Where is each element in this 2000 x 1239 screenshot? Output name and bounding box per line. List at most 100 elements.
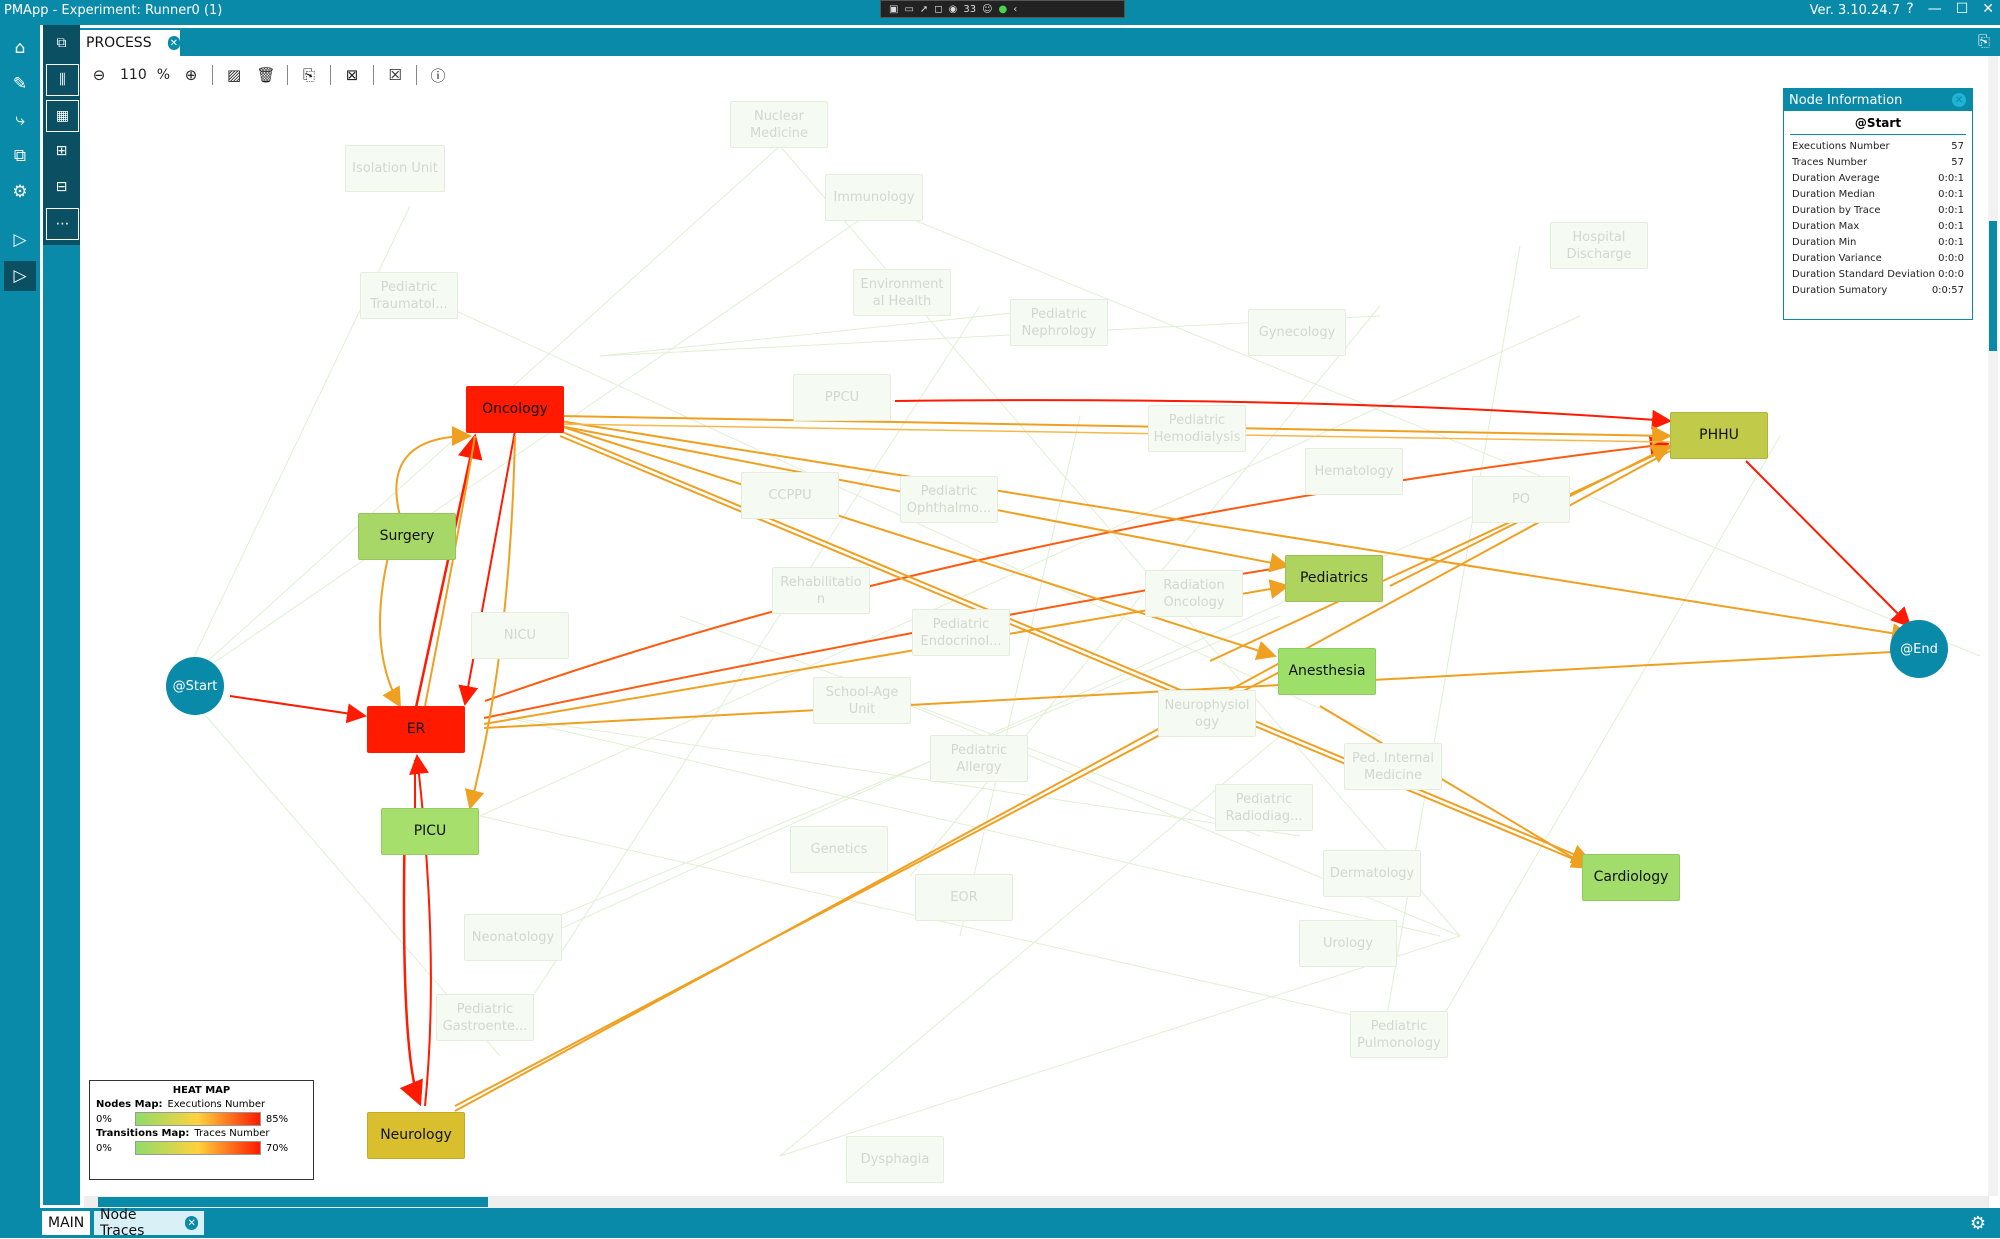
node-surgery[interactable]: Surgery [358, 513, 456, 560]
node-urology[interactable]: Urology [1299, 920, 1397, 967]
vertical-scrollbar[interactable] [1988, 56, 1998, 1196]
node-isolation-unit[interactable]: Isolation Unit [345, 145, 445, 192]
zoom-in-icon[interactable]: ⊕ [184, 66, 198, 84]
chart-icon[interactable]: ▦ [46, 100, 79, 132]
node-cardiology[interactable]: Cardiology [1582, 854, 1680, 901]
trash-icon[interactable]: 🗑 [256, 66, 276, 84]
node-pediatric-pulmonology[interactable]: Pediatric Pulmonology [1350, 1011, 1448, 1058]
node-nuclear-medicine[interactable]: Nuclear Medicine [730, 101, 828, 148]
toolbar-separator [212, 65, 214, 85]
diagram-icon[interactable]: ⧉ [13, 146, 27, 166]
node-phhu[interactable]: PHHU [1670, 412, 1768, 459]
chevron-left-icon[interactable]: ‹ [1013, 3, 1018, 15]
export-icon[interactable]: ⎘ [1977, 32, 1990, 50]
close-panel-icon[interactable]: ✕ [1952, 93, 1966, 107]
node-pediatric-ophthalmo[interactable]: Pediatric Ophthalmo... [900, 476, 998, 523]
node-neurophysiology[interactable]: Neurophysiol ogy [1158, 690, 1256, 737]
node-ped-internal-medicine[interactable]: Ped. Internal Medicine [1344, 743, 1442, 790]
tab-node-traces[interactable]: Node Traces ✕ [94, 1207, 204, 1239]
process-map-canvas[interactable]: Nuclear Medicine Isolation Unit Immunolo… [80, 56, 1988, 1196]
flow-icon[interactable]: ⤷ [15, 110, 25, 130]
node-radiation-oncology[interactable]: Radiation Oncology [1145, 570, 1243, 617]
node-pediatric-gastroente[interactable]: Pediatric Gastroente... [436, 994, 534, 1041]
horizontal-scrollbar[interactable] [84, 1196, 1989, 1208]
tray-count: 33 [963, 3, 977, 15]
record-icon[interactable]: ◉ [948, 3, 958, 15]
node-hospital-discharge[interactable]: Hospital Discharge [1550, 222, 1648, 269]
camera-icon[interactable]: ▣ [889, 3, 899, 15]
minimize-button[interactable]: — [1927, 1, 1942, 17]
close-tab-icon[interactable]: ✕ [167, 36, 180, 50]
vertical-scroll-thumb[interactable] [1989, 221, 1997, 351]
node-start[interactable]: @Start [166, 657, 224, 715]
play-icon[interactable]: ▷ [13, 230, 27, 250]
excel-icon[interactable]: ☒ [388, 66, 402, 84]
node-ppcu[interactable]: PPCU [793, 374, 891, 421]
node-oncology[interactable]: Oncology [466, 386, 564, 433]
node-pediatric-radiodiag[interactable]: Pediatric Radiodiag... [1215, 784, 1313, 831]
home-icon[interactable]: ⌂ [14, 38, 26, 58]
image-icon[interactable]: ▨ [226, 66, 242, 84]
zoom-value[interactable]: 110 [120, 67, 147, 83]
help-icon[interactable]: ? [1906, 1, 1914, 17]
node-dysphagia[interactable]: Dysphagia [846, 1136, 944, 1183]
node-school-age-unit[interactable]: School-Age Unit [813, 677, 911, 724]
node-pediatric-nephrology[interactable]: Pediatric Nephrology [1010, 299, 1108, 346]
node-po[interactable]: PO [1472, 476, 1570, 523]
check-icon[interactable]: ● [998, 3, 1008, 15]
node-immunology[interactable]: Immunology [825, 174, 923, 221]
settings-gears-icon[interactable]: ⚙ [1969, 1213, 1986, 1234]
node-info-label: Duration Standard Deviation [1792, 269, 1936, 280]
accessibility-icon[interactable]: ☺ [982, 3, 993, 15]
cursor-icon[interactable]: ➚ [919, 3, 929, 15]
tab-process[interactable]: PROCESS ✕ [80, 30, 180, 56]
node-pediatric-allergy[interactable]: Pediatric Allergy [930, 735, 1028, 782]
node-pediatric-endocrinol[interactable]: Pediatric Endocrinol... [912, 609, 1010, 656]
node-eor[interactable]: EOR [915, 874, 1013, 921]
window-icon[interactable]: ◻ [934, 3, 943, 15]
edge-er-end [483, 641, 1912, 729]
more-icon[interactable]: ⋯ [46, 208, 79, 240]
node-information-header: Node Information ✕ [1784, 89, 1972, 111]
node-er[interactable]: ER [367, 706, 465, 753]
edge-oncology-cardiology [559, 430, 1592, 864]
node-genetics[interactable]: Genetics [790, 826, 888, 873]
info-icon[interactable]: ⓘ [430, 66, 446, 85]
tab-main[interactable]: MAIN [42, 1211, 90, 1235]
grid-icon[interactable]: ⊞ [55, 143, 68, 159]
node-pediatrics[interactable]: Pediatrics [1285, 555, 1383, 602]
node-hematology[interactable]: Hematology [1305, 448, 1403, 495]
node-neonatology[interactable]: Neonatology [464, 914, 562, 961]
node-picu[interactable]: PICU [381, 808, 479, 855]
zoom-out-icon[interactable]: ⊖ [92, 66, 106, 84]
play-active-icon[interactable]: ▷ [4, 261, 36, 291]
window-close-icon[interactable]: ⊠ [345, 66, 359, 84]
node-anesthesia[interactable]: Anesthesia [1278, 648, 1376, 695]
node-pediatric-hemodialysis[interactable]: Pediatric Hemodialysis [1148, 405, 1246, 452]
node-info-value: 0:0:1 [1938, 237, 1964, 248]
layers-icon[interactable]: ⧉ [56, 35, 67, 51]
sliders-icon[interactable]: ⫼ [46, 64, 79, 96]
node-dermatology[interactable]: Dermatology [1323, 850, 1421, 897]
node-nicu[interactable]: NICU [471, 612, 569, 659]
close-button[interactable]: ✕ [1982, 1, 1994, 17]
copy-icon[interactable]: ⎘ [303, 66, 316, 84]
horizontal-scroll-thumb[interactable] [98, 1197, 488, 1207]
edit-icon[interactable]: ✎ [12, 74, 28, 94]
node-info-value: 57 [1951, 157, 1964, 168]
maximize-button[interactable]: ☐ [1955, 1, 1969, 17]
legend-nodes-min: 0% [96, 1113, 112, 1125]
node-pediatric-traumatol[interactable]: Pediatric Traumatol... [360, 272, 458, 319]
node-ccppu[interactable]: CCPPU [741, 472, 839, 519]
node-end[interactable]: @End [1890, 620, 1948, 678]
monitor-icon[interactable]: ▭ [904, 3, 914, 15]
close-tab-icon[interactable]: ✕ [185, 1216, 198, 1230]
node-rehabilitation[interactable]: Rehabilitatio n [772, 567, 870, 614]
node-gynecology[interactable]: Gynecology [1248, 309, 1346, 356]
version-label: Ver. 3.10.24.7 [1809, 3, 1900, 18]
node-neurology[interactable]: Neurology [367, 1112, 465, 1159]
briefcase-icon[interactable]: ⊟ [55, 179, 68, 195]
gear-icon[interactable]: ⚙ [12, 182, 28, 202]
node-environmental-health[interactable]: Environment al Health [853, 269, 951, 316]
